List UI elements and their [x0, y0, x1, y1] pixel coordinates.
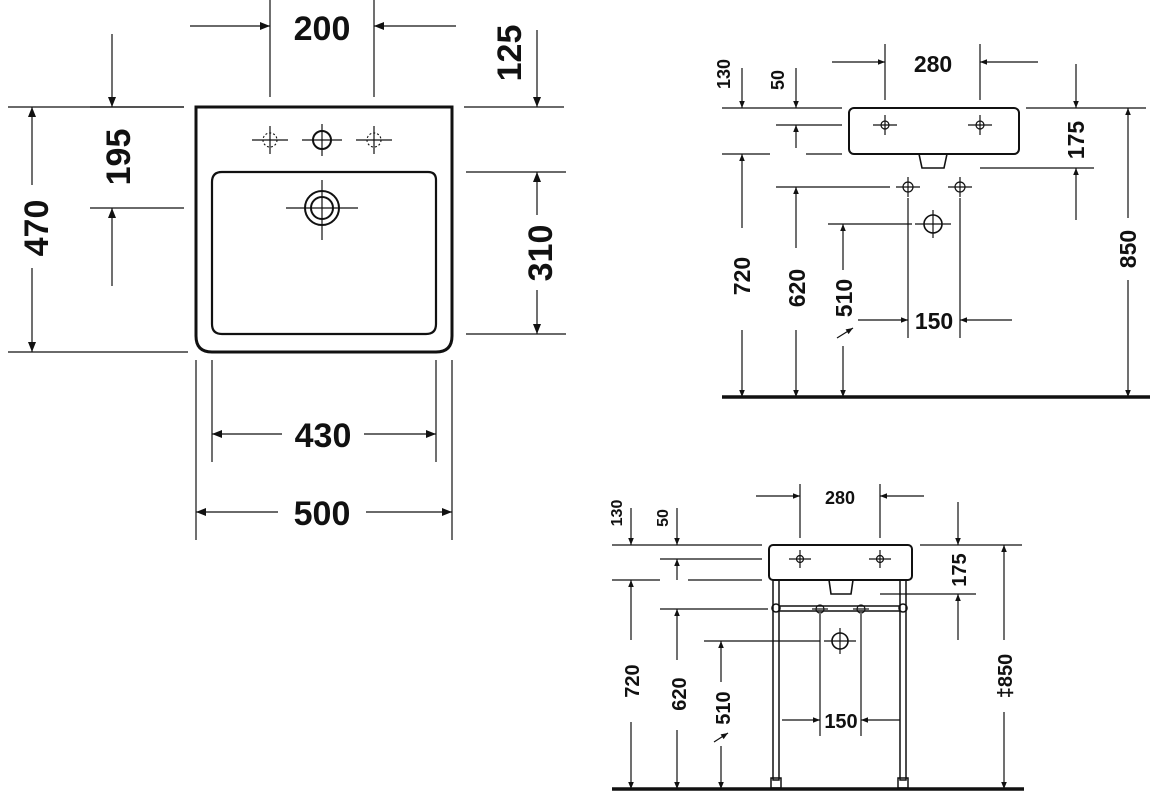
tap-hole-optional-left-icon	[252, 126, 288, 154]
stand-elevation: 280 130 50 720 620 510 150	[609, 484, 1024, 791]
dim-430-label: 430	[295, 417, 352, 455]
dim-500-label: 500	[294, 495, 351, 533]
dim-620-label: 620	[784, 269, 810, 307]
tap-hole-optional-right-icon	[356, 126, 392, 154]
dim-125-label: 125	[491, 25, 529, 82]
dim-175-stand-label: 175	[949, 553, 971, 586]
dim-280-stand-label: 280	[825, 488, 855, 508]
basin-bowl	[210, 170, 438, 336]
plan-view: 200 125 195 470 310 430 500	[8, 0, 566, 540]
trap-shape-stand	[828, 579, 854, 595]
tap-cross-left-icon	[873, 115, 897, 135]
dim-850-stand-label: ‡850	[995, 654, 1017, 699]
dim-620-stand-label: 620	[669, 677, 691, 710]
stand-frame	[770, 579, 909, 789]
basin-front-stand	[768, 544, 913, 581]
tap-hole-icon	[302, 124, 342, 156]
dim-150-label: 150	[915, 308, 953, 334]
wall-mounted-elevation: 280 130 50 720 620 510 150	[714, 44, 1150, 399]
drain-icon	[286, 180, 358, 240]
dim-175-label: 175	[1063, 121, 1089, 160]
dim-510-stand-label: 510	[713, 691, 735, 724]
tap-cross-right-icon	[869, 550, 891, 568]
tap-cross-left-icon	[789, 550, 811, 568]
tap-cross-right-icon	[968, 115, 992, 135]
waste-outlet-icon	[824, 628, 856, 654]
dim-195-label: 195	[100, 129, 138, 186]
dim-470-label: 470	[18, 200, 56, 257]
basin-outline	[194, 105, 454, 354]
dim-720-stand-label: 720	[622, 664, 644, 697]
dim-130-label: 130	[714, 59, 734, 89]
dim-200-label: 200	[294, 10, 351, 48]
basin-front	[848, 107, 1020, 155]
waste-outlet-icon	[915, 210, 951, 238]
dim-50-stand-label: 50	[655, 509, 672, 527]
dim-310-label: 310	[522, 225, 560, 282]
trap-shape	[918, 153, 948, 169]
supply-right-icon	[853, 604, 869, 614]
dim-280-label: 280	[914, 51, 952, 77]
dim-50-label: 50	[768, 70, 788, 90]
supply-left-icon	[896, 177, 920, 197]
dim-150-stand-label: 150	[824, 711, 857, 733]
supply-right-icon	[948, 177, 972, 197]
dim-720-label: 720	[729, 257, 755, 295]
dim-130-stand-label: 130	[609, 500, 626, 527]
dim-510-label: 510	[831, 279, 857, 317]
supply-left-icon	[812, 604, 828, 614]
dim-850-label: 850	[1115, 230, 1141, 268]
